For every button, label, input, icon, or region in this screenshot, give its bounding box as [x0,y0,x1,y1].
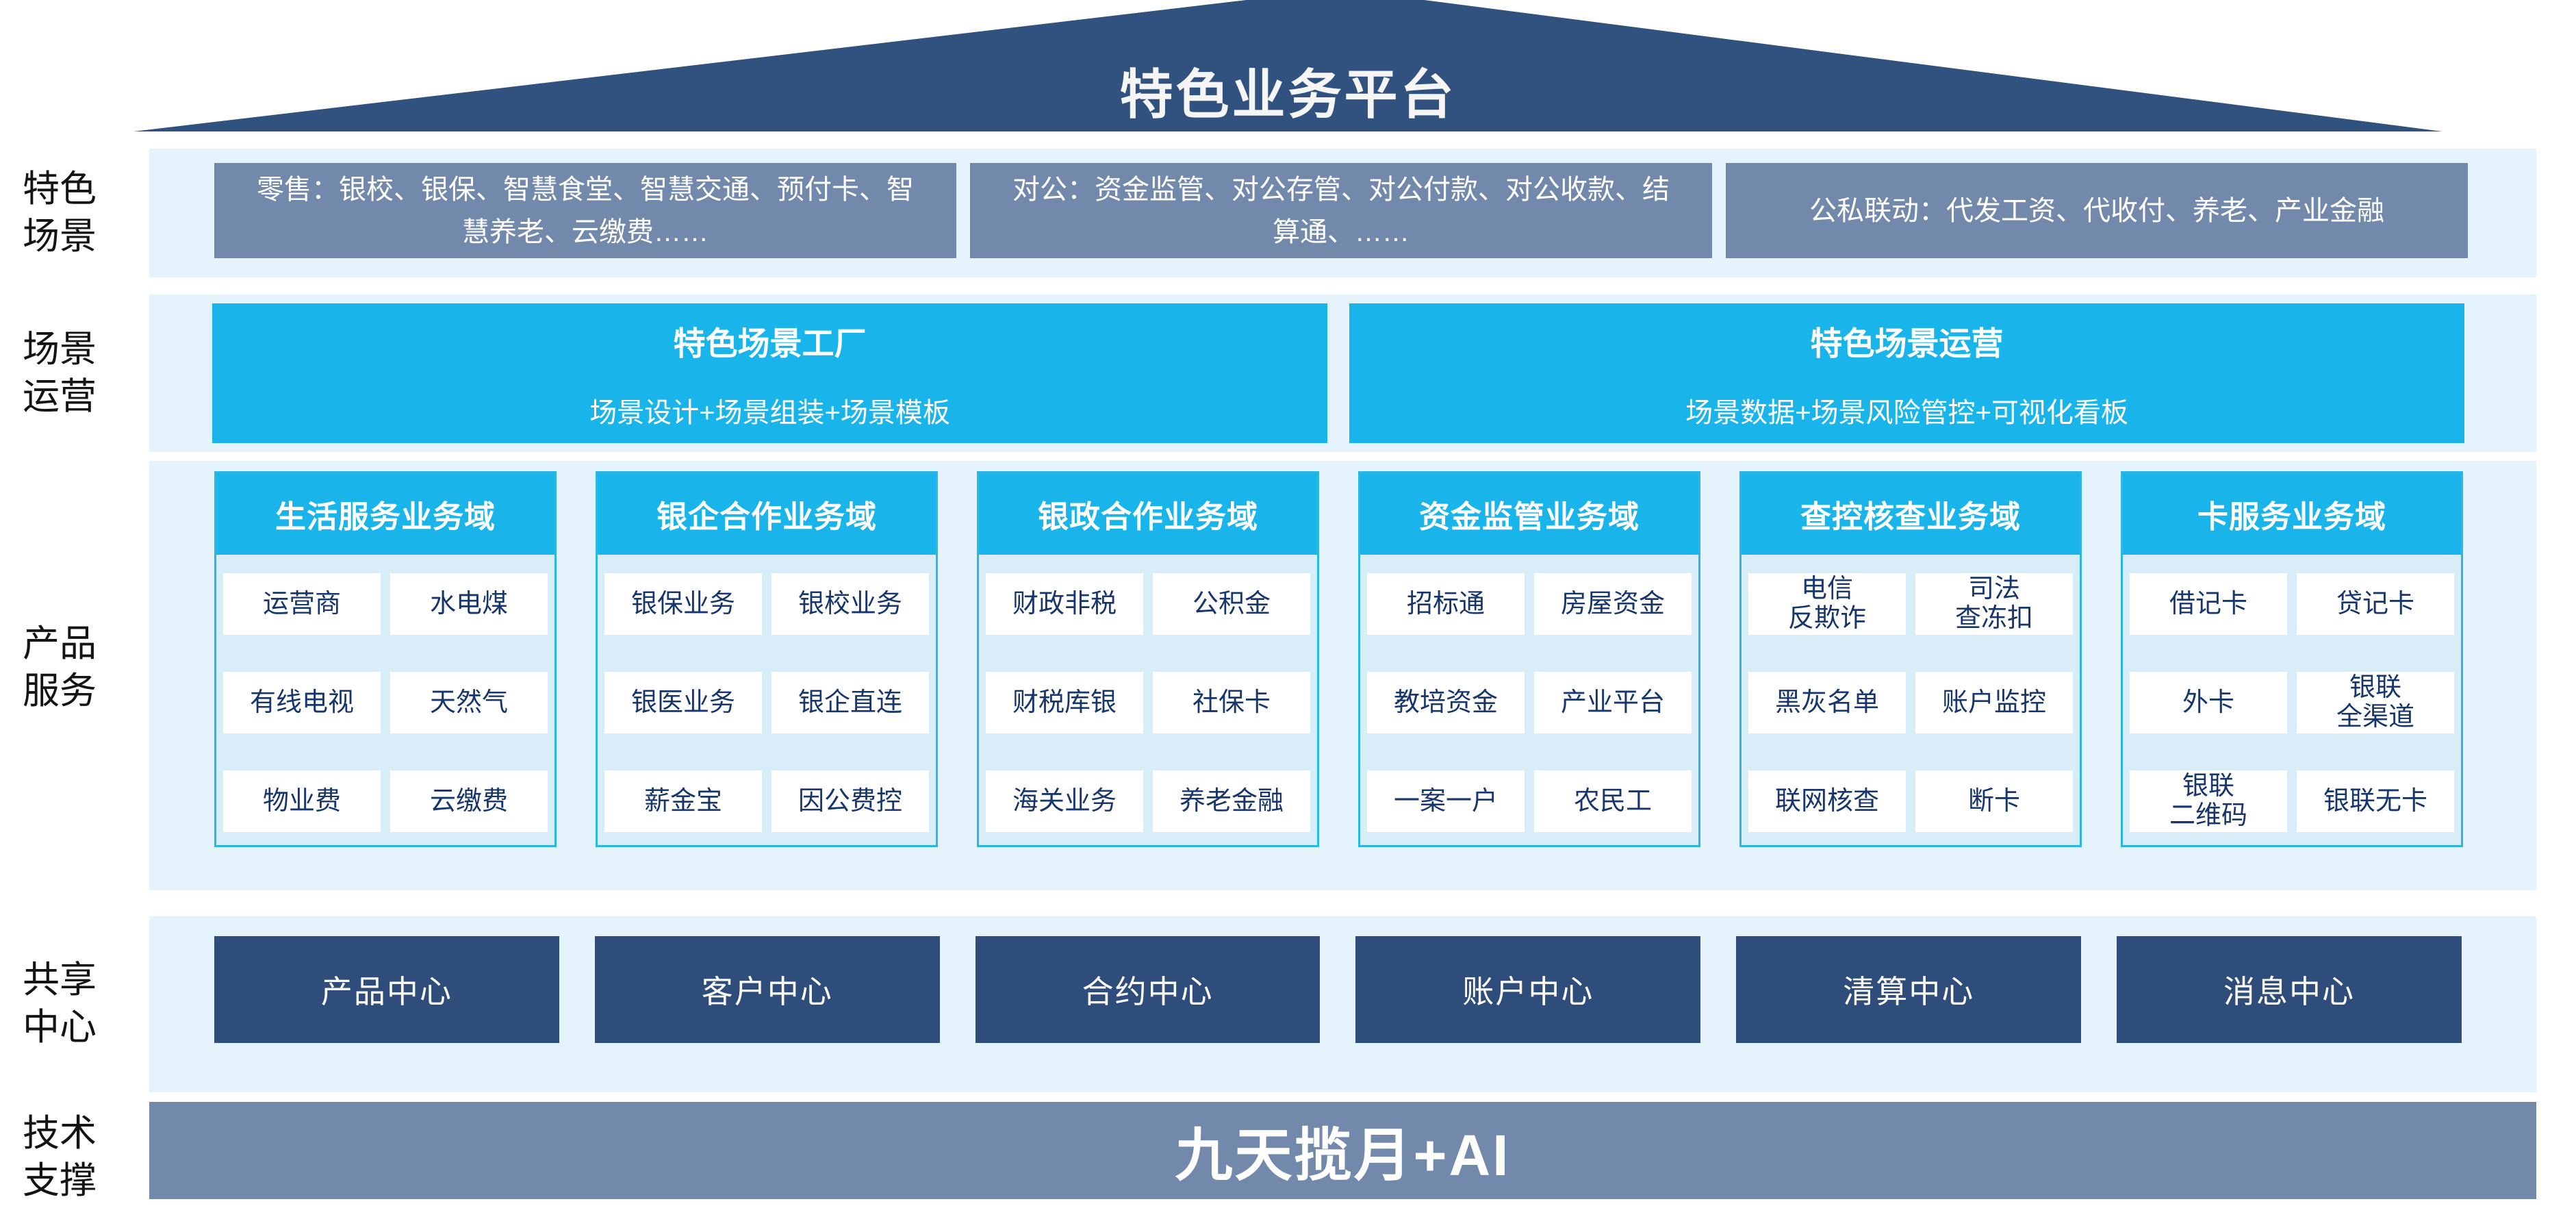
center-box-customer: 客户中心 [594,936,940,1043]
row-label-products: 产品 服务 [23,623,97,712]
scenario-factory-subtitle: 场景设计+场景组装+场景模板 [589,397,950,428]
operation-band: 特色场景工厂 场景设计+场景组装+场景模板 特色场景运营 场景数据+场景风险管控… [149,294,2536,452]
domain-column-card-services: 卡服务业务域 借记卡 贷记卡 外卡 银联 全渠道 银联 二维码 银联无卡 [2121,471,2463,847]
product-cell: 银企直连 [771,672,929,733]
product-cell: 海关业务 [986,770,1143,832]
product-cell: 天然气 [390,672,548,733]
domain-body: 银保业务 银校业务 银医业务 银企直连 薪金宝 因公费控 [598,555,936,845]
scenario-factory-title: 特色场景工厂 [673,325,867,362]
page-title: 特色业务平台 [1119,64,1457,125]
product-cell: 黑灰名单 [1748,672,1906,733]
center-box-contract: 合约中心 [975,936,1321,1043]
product-cell: 银医业务 [604,672,762,733]
product-cell: 银保业务 [604,573,762,635]
scenario-operation-title: 特色场景运营 [1810,325,2004,362]
scenario-box-retail: 零售：银校、银保、智慧食堂、智慧交通、预付卡、智慧养老、云缴费…… [214,163,956,258]
domain-column-bank-enterprise: 银企合作业务域 银保业务 银校业务 银医业务 银企直连 薪金宝 因公费控 [596,471,938,847]
product-cell: 薪金宝 [604,770,762,832]
row-label-shared-centers: 共享 中心 [23,959,97,1048]
product-cell: 一案一户 [1367,770,1525,832]
scenario-operation-subtitle: 场景数据+场景风险管控+可视化看板 [1685,397,2128,428]
domain-column-bank-government: 银政合作业务域 财政非税 公积金 财税库银 社保卡 海关业务 养老金融 [977,471,1319,847]
product-cell: 产业平台 [1534,672,1692,733]
product-cell: 司法 查冻扣 [1915,573,2073,635]
scenario-factory-box: 特色场景工厂 场景设计+场景组装+场景模板 [212,303,1327,443]
row-label-operations: 场景 运营 [23,328,97,417]
domain-body: 电信 反欺诈 司法 查冻扣 黑灰名单 账户监控 联网核查 断卡 [1742,555,2080,845]
product-cell: 公积金 [1153,573,1310,635]
product-cell: 物业费 [223,770,381,832]
product-cell: 有线电视 [223,672,381,733]
product-cell: 社保卡 [1153,672,1310,733]
product-cell: 教培资金 [1367,672,1525,733]
product-cell: 外卡 [2130,672,2287,733]
roof-banner: 特色业务平台 [133,0,2443,131]
product-cell: 财税库银 [986,672,1143,733]
center-box-account: 账户中心 [1355,936,1701,1043]
domain-header: 资金监管业务域 [1360,473,1698,555]
tech-support-label: 九天揽月+AI [1175,1122,1511,1187]
domain-header: 卡服务业务域 [2123,473,2461,555]
product-cell: 云缴费 [390,770,548,832]
product-band: 生活服务业务域 运营商 水电煤 有线电视 天然气 物业费 云缴费 银企合作业务域… [149,461,2536,890]
product-cell: 银联 全渠道 [2297,672,2454,733]
domain-body: 招标通 房屋资金 教培资金 产业平台 一案一户 农民工 [1360,555,1698,845]
product-cell: 断卡 [1915,770,2073,832]
product-cell: 招标通 [1367,573,1525,635]
shared-center-band: 产品中心 客户中心 合约中心 账户中心 清算中心 消息中心 [149,916,2536,1092]
row-label-scenarios: 特色 场景 [23,168,97,257]
domain-column-inquiry-control: 查控核查业务域 电信 反欺诈 司法 查冻扣 黑灰名单 账户监控 联网核查 断卡 [1739,471,2082,847]
product-cell: 水电煤 [390,573,548,635]
product-cell: 财政非税 [986,573,1143,635]
domain-column-fund-supervision: 资金监管业务域 招标通 房屋资金 教培资金 产业平台 一案一户 农民工 [1358,471,1700,847]
product-cell: 账户监控 [1915,672,2073,733]
domain-body: 财政非税 公积金 财税库银 社保卡 海关业务 养老金融 [979,555,1317,845]
scenario-box-corporate: 对公：资金监管、对公存管、对公付款、对公收款、结算通、…… [970,163,1712,258]
product-cell: 银联 二维码 [2130,770,2287,832]
scenario-band: 零售：银校、银保、智慧食堂、智慧交通、预付卡、智慧养老、云缴费…… 对公：资金监… [149,149,2536,277]
row-label-tech-support: 技术 支撑 [23,1112,97,1201]
domain-header: 银政合作业务域 [979,473,1317,555]
product-cell: 贷记卡 [2297,573,2454,635]
domain-body: 借记卡 贷记卡 外卡 银联 全渠道 银联 二维码 银联无卡 [2123,555,2461,845]
domain-header: 生活服务业务域 [216,473,554,555]
product-cell: 因公费控 [771,770,929,832]
product-cell: 借记卡 [2130,573,2287,635]
domain-header: 查控核查业务域 [1742,473,2080,555]
scenario-box-public-private: 公私联动：代发工资、代收付、养老、产业金融 [1726,163,2468,258]
product-cell: 运营商 [223,573,381,635]
product-cell: 农民工 [1534,770,1692,832]
product-cell: 养老金融 [1153,770,1310,832]
center-box-clearing: 清算中心 [1736,936,2082,1043]
product-cell: 电信 反欺诈 [1748,573,1906,635]
scenario-operation-box: 特色场景运营 场景数据+场景风险管控+可视化看板 [1349,303,2464,443]
center-box-message: 消息中心 [2117,936,2462,1043]
domain-column-life-services: 生活服务业务域 运营商 水电煤 有线电视 天然气 物业费 云缴费 [214,471,557,847]
center-box-product: 产品中心 [214,936,559,1043]
tech-support-bar: 九天揽月+AI [149,1102,2536,1199]
product-cell: 房屋资金 [1534,573,1692,635]
product-cell: 银校业务 [771,573,929,635]
product-cell: 联网核查 [1748,770,1906,832]
domain-header: 银企合作业务域 [598,473,936,555]
product-cell: 银联无卡 [2297,770,2454,832]
domain-body: 运营商 水电煤 有线电视 天然气 物业费 云缴费 [216,555,554,845]
